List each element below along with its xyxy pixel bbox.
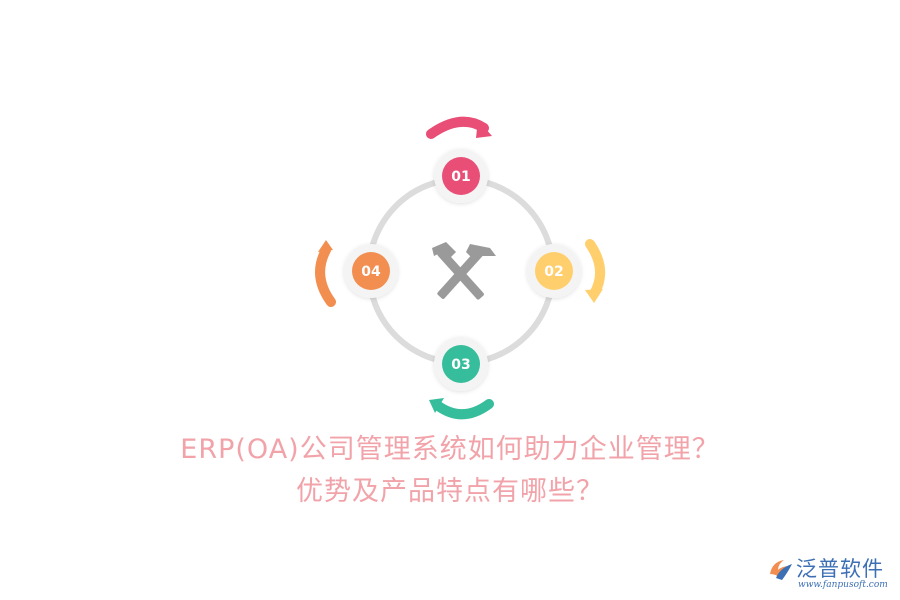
step-04-node: 04 xyxy=(344,244,398,298)
brand-logo: 泛普软件 www.fanpusoft.com xyxy=(766,550,896,594)
arrow-02 xyxy=(585,239,605,303)
step-04-label: 04 xyxy=(361,264,381,280)
arrow-04 xyxy=(315,240,336,307)
step-01-dot xyxy=(442,157,480,195)
step-01-label: 01 xyxy=(451,169,470,185)
page-title-line-2: 优势及产品特点有哪些？ xyxy=(296,476,604,507)
arrow-03 xyxy=(429,398,494,420)
step-01-node: 01 xyxy=(434,149,488,203)
step-02-node: 02 xyxy=(527,244,581,298)
step-02-label: 02 xyxy=(544,264,563,280)
step-02-dot xyxy=(535,252,573,290)
step-03-dot xyxy=(442,345,480,383)
cycle-diagram: 01 02 03 04 xyxy=(315,116,605,420)
page-title-line-1: ERP(OA)公司管理系统如何助力企业管理？ xyxy=(180,434,720,465)
fanpu-logo-icon xyxy=(770,560,792,580)
brand-url: www.fanpusoft.com xyxy=(798,580,888,590)
step-04-dot xyxy=(352,252,390,290)
arrow-01 xyxy=(426,116,492,139)
step-03-node: 03 xyxy=(434,337,488,391)
step-03-label: 03 xyxy=(451,357,470,373)
brand-name: 泛普软件 xyxy=(796,557,884,581)
hammer-wrench-icon xyxy=(432,242,496,300)
